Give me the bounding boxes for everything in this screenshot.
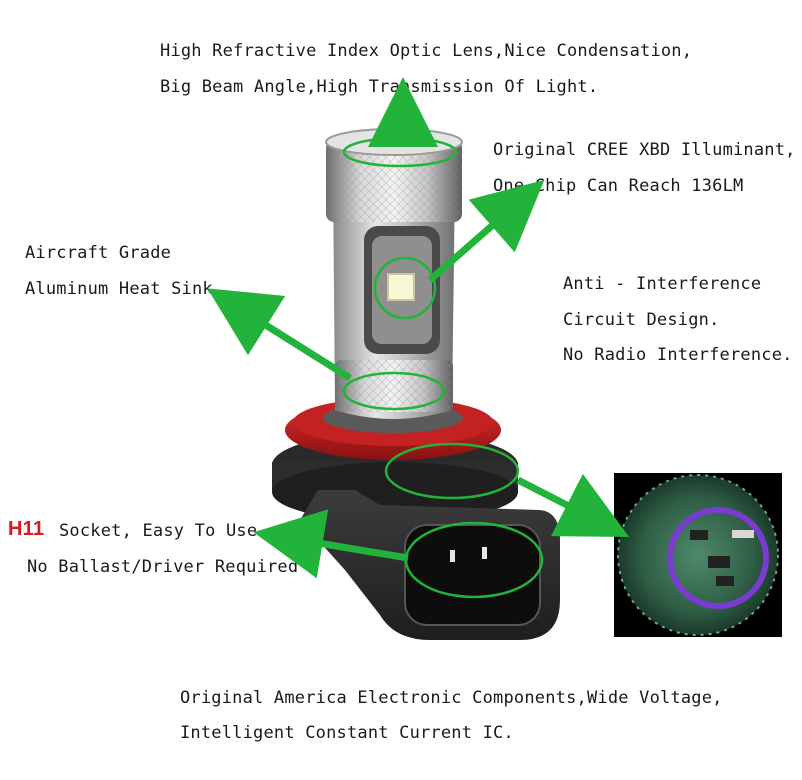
components-callout-line2: Intelligent Constant Current IC. <box>180 723 514 743</box>
circuit-board-inset <box>614 473 782 637</box>
socket-model-label: H11 <box>8 518 45 540</box>
circuit-callout-line2: Circuit Design. <box>563 310 720 330</box>
socket-callout-line2: No Ballast/Driver Required <box>27 557 299 577</box>
bulb-body <box>325 128 463 419</box>
callout-arrows <box>207 77 630 579</box>
heatsink-callout-line2: Aluminum Heat Sink <box>25 279 213 299</box>
cree-callout-line1: Original CREE XBD Illuminant, <box>493 140 796 160</box>
components-callout-line1: Original America Electronic Components,W… <box>180 688 723 708</box>
socket-callout-line1: Socket, Easy To Use. <box>59 521 268 541</box>
circuit-callout-line1: Anti - Interference <box>563 274 762 294</box>
connector-plug <box>300 490 560 640</box>
heatsink-callout-line1: Aircraft Grade <box>25 243 172 263</box>
circuit-callout-line3: No Radio Interference. <box>563 345 793 365</box>
lens-callout-line1: High Refractive Index Optic Lens,Nice Co… <box>160 41 693 61</box>
socket-base <box>272 398 518 522</box>
cree-callout-line2: One Chip Can Reach 136LM <box>493 176 744 196</box>
